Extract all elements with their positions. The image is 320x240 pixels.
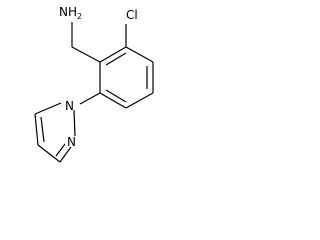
- pyrazole-bond-n1-c5: [34, 102, 62, 115]
- chlorine-label: Cl: [126, 8, 138, 22]
- amine-hydrogen-count: 2: [77, 12, 82, 21]
- amine-hydrogen: H: [68, 5, 77, 19]
- ring-bond-c4-c5: [125, 92, 154, 109]
- molecule-structure-diagram: NH2 Cl N N: [34, 5, 154, 163]
- pyrazole-n2-label: N: [67, 135, 76, 149]
- pyrazole-double-bond-c3-n2: [55, 143, 66, 157]
- ring-bond-c2-c3: [125, 46, 154, 63]
- pyrazole-bond-c3-n2: [59, 146, 72, 163]
- ring-bond-c5-c6: [99, 92, 127, 109]
- ring-bond-c1-c2: [99, 46, 127, 63]
- bond-c1-ch2: [71, 46, 101, 63]
- pyrazole-double-bond-c5-c4: [40, 116, 45, 143]
- amine-label: NH2: [59, 5, 82, 21]
- amine-symbol: N: [59, 5, 68, 19]
- pyrazole-bond-n2-n1: [73, 109, 76, 137]
- ring-double-bond-c1-c2: [105, 52, 127, 66]
- ring-double-bond-c5-c6: [105, 89, 127, 103]
- benzene-ring: [99, 46, 154, 109]
- pyrazole-n1-label: N: [65, 99, 74, 113]
- pyrazole-bond-c5-c4: [34, 113, 39, 146]
- bond-c6-pyrazole-n1: [79, 92, 101, 105]
- pyrazole-bond-c4-c3: [37, 144, 61, 163]
- pyrazole-ring: [34, 102, 76, 163]
